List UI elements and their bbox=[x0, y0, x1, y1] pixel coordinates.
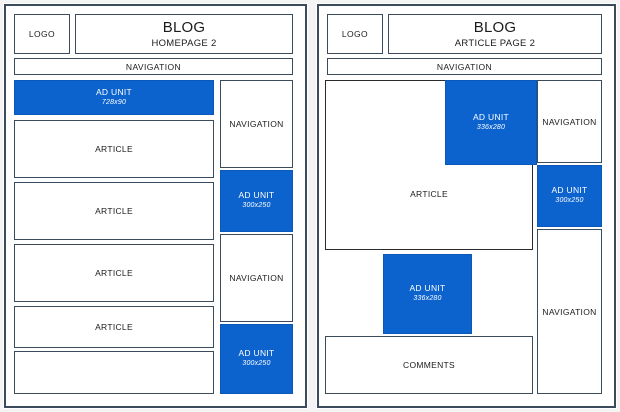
navigation-bar-article-page[interactable]: NAVIGATION bbox=[327, 58, 602, 75]
article-block[interactable]: ARTICLE bbox=[14, 120, 214, 178]
sidebar-navigation-label: NAVIGATION bbox=[542, 306, 597, 317]
sidebar-navigation-label: NAVIGATION bbox=[542, 116, 597, 127]
page-title: BLOG bbox=[473, 19, 517, 37]
sidebar-navigation-block[interactable]: NAVIGATION bbox=[220, 80, 293, 168]
inline-ad-unit-336x280-top[interactable]: AD UNIT 336x280 bbox=[445, 80, 537, 165]
article-label: ARTICLE bbox=[410, 189, 448, 199]
wireframe-panel-article-page: LOGO BLOG ARTICLE PAGE 2 NAVIGATION ARTI… bbox=[317, 4, 616, 408]
ad-unit-label: AD UNIT bbox=[409, 283, 446, 294]
ad-unit-label: AD UNIT bbox=[238, 190, 275, 201]
article-label: ARTICLE bbox=[95, 322, 133, 332]
sidebar-ad-unit-300x250[interactable]: AD UNIT 300x250 bbox=[220, 324, 293, 394]
ad-unit-label: AD UNIT bbox=[472, 111, 510, 122]
article-block[interactable]: ARTICLE bbox=[14, 306, 214, 348]
comments-label: COMMENTS bbox=[403, 360, 455, 370]
navigation-bar-homepage[interactable]: NAVIGATION bbox=[14, 58, 293, 75]
page-subtitle: HOMEPAGE 2 bbox=[151, 37, 217, 49]
sidebar-navigation-block[interactable]: NAVIGATION bbox=[537, 229, 602, 394]
logo-box-homepage: LOGO bbox=[14, 14, 70, 54]
article-label: ARTICLE bbox=[95, 144, 133, 154]
article-block-empty[interactable] bbox=[14, 351, 214, 394]
article-label: ARTICLE bbox=[95, 206, 133, 216]
ad-unit-size: 300x250 bbox=[555, 197, 584, 205]
navigation-bar-label: NAVIGATION bbox=[125, 61, 182, 72]
sidebar-ad-unit-300x250[interactable]: AD UNIT 300x250 bbox=[220, 170, 293, 232]
logo-label: LOGO bbox=[341, 29, 369, 39]
logo-box-article-page: LOGO bbox=[327, 14, 383, 54]
comments-block[interactable]: COMMENTS bbox=[325, 336, 533, 394]
ad-unit-size: 336x280 bbox=[413, 295, 442, 303]
article-block[interactable]: ARTICLE bbox=[14, 244, 214, 302]
wireframe-panel-homepage: LOGO BLOG HOMEPAGE 2 NAVIGATION AD UNIT … bbox=[4, 4, 307, 408]
ad-unit-size: 728x90 bbox=[101, 98, 127, 106]
inline-ad-unit-336x280-bottom[interactable]: AD UNIT 336x280 bbox=[383, 254, 472, 334]
ad-unit-label: AD UNIT bbox=[238, 348, 275, 359]
article-label: ARTICLE bbox=[95, 268, 133, 278]
ad-unit-leaderboard-728x90[interactable]: AD UNIT 728x90 bbox=[14, 80, 214, 115]
navigation-bar-label: NAVIGATION bbox=[436, 61, 493, 72]
site-title-box-homepage: BLOG HOMEPAGE 2 bbox=[75, 14, 293, 54]
ad-unit-size: 300x250 bbox=[242, 360, 271, 368]
page-title: BLOG bbox=[162, 19, 206, 37]
sidebar-navigation-block[interactable]: NAVIGATION bbox=[537, 80, 602, 163]
site-title-box-article-page: BLOG ARTICLE PAGE 2 bbox=[388, 14, 602, 54]
sidebar-ad-unit-300x250[interactable]: AD UNIT 300x250 bbox=[537, 165, 602, 227]
article-block[interactable]: ARTICLE bbox=[14, 182, 214, 240]
ad-unit-size: 300x250 bbox=[242, 202, 271, 210]
sidebar-navigation-label: NAVIGATION bbox=[229, 119, 284, 129]
ad-unit-size: 336x280 bbox=[476, 123, 506, 131]
ad-unit-label: AD UNIT bbox=[551, 185, 588, 196]
logo-label: LOGO bbox=[28, 29, 56, 39]
page-subtitle: ARTICLE PAGE 2 bbox=[454, 37, 536, 49]
sidebar-navigation-label: NAVIGATION bbox=[229, 273, 284, 283]
ad-unit-label: AD UNIT bbox=[95, 86, 133, 97]
sidebar-navigation-block[interactable]: NAVIGATION bbox=[220, 234, 293, 322]
